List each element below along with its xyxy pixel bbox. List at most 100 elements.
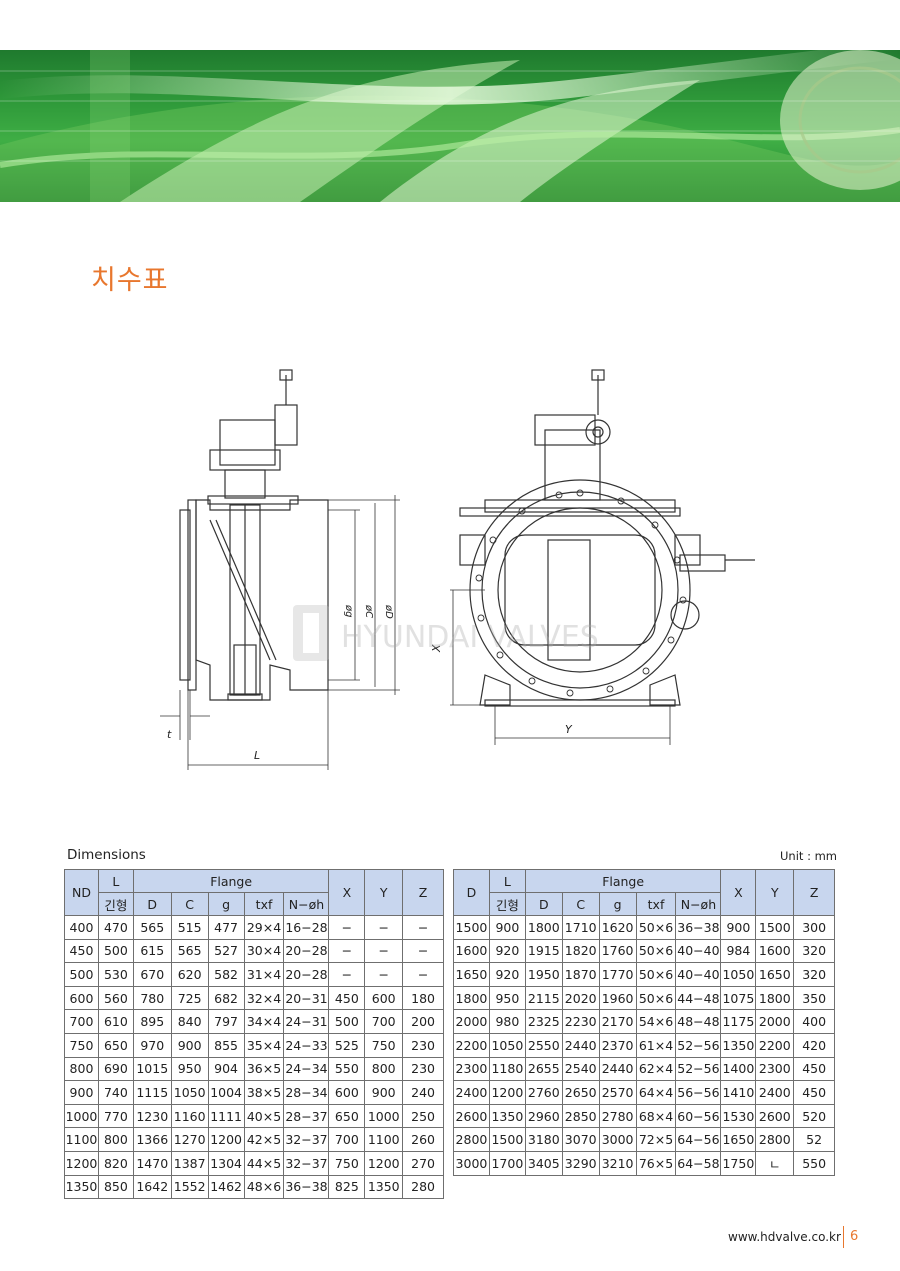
table-cell: − — [328, 915, 366, 940]
table-cell: 700 — [328, 1127, 366, 1152]
table-cell: 1350 — [720, 1032, 757, 1058]
table-cell: 1366 — [132, 1127, 172, 1152]
table-cell: − — [364, 915, 404, 940]
table-cell: 20−28 — [283, 938, 330, 964]
table-cell: 42×5 — [243, 1127, 285, 1152]
table-cell: 1400 — [720, 1056, 757, 1082]
table-cell: 50×6 — [635, 962, 677, 987]
table-cell: 1750 — [720, 1150, 757, 1176]
table-cell: 50×6 — [635, 938, 677, 964]
table-cell: 850 — [97, 1174, 134, 1200]
header-g: g — [598, 892, 637, 916]
table-cell: 76×5 — [635, 1150, 677, 1176]
page-title: 치수표 — [91, 265, 169, 296]
table-cell: 900 — [170, 1032, 209, 1058]
table-cell: 16−28 — [283, 915, 330, 940]
table-cell: 1350 — [64, 1174, 99, 1200]
table-cell: 2400 — [755, 1080, 795, 1105]
table-cell: 2550 — [524, 1032, 563, 1058]
table-cell: 1230 — [132, 1103, 172, 1129]
dim-label-t: t — [167, 728, 172, 741]
table-cell: 300 — [793, 915, 835, 940]
table-cell: 1000 — [64, 1103, 99, 1129]
table-cell: − — [364, 938, 404, 964]
table-cell: 500 — [328, 1009, 366, 1034]
table-cell: 52−56 — [675, 1032, 722, 1058]
table-cell: 450 — [793, 1056, 835, 1082]
dim-label-c: øC — [363, 604, 374, 618]
table-cell: 2230 — [561, 1009, 600, 1034]
header-c: C — [170, 892, 209, 916]
table-cell: 38×5 — [243, 1080, 285, 1105]
table-cell: 900 — [488, 915, 526, 940]
front-dimension-lines — [450, 589, 671, 745]
table-cell: 900 — [720, 915, 757, 940]
table-cell: 50×6 — [635, 985, 677, 1011]
side-view — [179, 369, 329, 701]
table-cell: 36−38 — [283, 1174, 330, 1200]
table-cell: 1100 — [64, 1127, 99, 1152]
table-cell: 2760 — [524, 1080, 563, 1105]
table-cell: 1600 — [755, 938, 795, 964]
table-cell: 3290 — [561, 1150, 600, 1176]
table-cell: 1180 — [488, 1056, 526, 1082]
table-cell: 48×6 — [243, 1174, 285, 1200]
table-cell: 750 — [364, 1032, 404, 1058]
table-cell: 24−31 — [283, 1009, 330, 1034]
dim-label-d: øD — [383, 604, 394, 619]
table-cell: 520 — [793, 1103, 835, 1129]
header-d: D — [524, 892, 563, 916]
table-cell: 1552 — [170, 1174, 209, 1200]
table-cell: 610 — [97, 1009, 134, 1034]
table-cell: 700 — [64, 1009, 99, 1034]
header-nh: N−øh — [675, 892, 722, 916]
table-cell: − — [328, 938, 366, 964]
table-cell: 2000 — [755, 1009, 795, 1034]
table-cell: 1050 — [170, 1080, 209, 1105]
table-cell: 40−40 — [675, 938, 722, 964]
table-cell: 40×5 — [243, 1103, 285, 1129]
table-cell: 3210 — [598, 1150, 637, 1176]
table-cell: 1200 — [207, 1127, 245, 1152]
dim-label-y: Y — [565, 723, 573, 736]
table-cell: 682 — [207, 985, 245, 1011]
table-cell: 1270 — [170, 1127, 209, 1152]
table-cell: 270 — [402, 1150, 444, 1176]
table-cell: 840 — [170, 1009, 209, 1034]
header-x: X — [720, 869, 757, 916]
side-dimension-lines — [160, 495, 400, 770]
table-cell: 56−56 — [675, 1080, 722, 1105]
table-cell: 2325 — [524, 1009, 563, 1034]
table-cell: 260 — [402, 1127, 444, 1152]
table-cell: 1870 — [561, 962, 600, 987]
table-cell: 1470 — [132, 1150, 172, 1176]
table-cell: 797 — [207, 1009, 245, 1034]
table-cell: 970 — [132, 1032, 172, 1058]
table-cell: 450 — [328, 985, 366, 1011]
table-cell: − — [328, 962, 366, 987]
table-cell: 470 — [97, 915, 134, 940]
table-cell: 64×4 — [635, 1080, 677, 1105]
table-cell: 450 — [64, 938, 99, 964]
header-nd: D — [453, 869, 490, 916]
table-cell: 1642 — [132, 1174, 172, 1200]
table-cell: 820 — [97, 1150, 134, 1176]
table-cell: 1800 — [755, 985, 795, 1011]
table-cell: 525 — [328, 1032, 366, 1058]
table-cell: 1100 — [364, 1127, 404, 1152]
table-cell: 2570 — [598, 1080, 637, 1105]
table-cell: 2600 — [453, 1103, 490, 1129]
page-number: 6 — [850, 1229, 859, 1244]
table-cell: 2780 — [598, 1103, 637, 1129]
table-cell: 1600 — [453, 938, 490, 964]
table-cell: 1050 — [720, 962, 757, 987]
table-cell: 1115 — [132, 1080, 172, 1105]
table-cell: 44−48 — [675, 985, 722, 1011]
